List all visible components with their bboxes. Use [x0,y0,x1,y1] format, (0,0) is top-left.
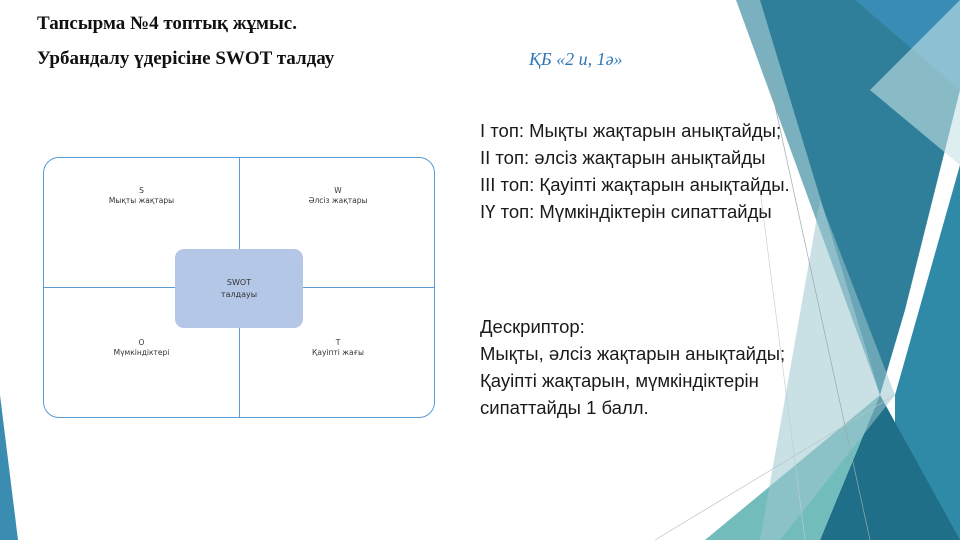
swot-center-line1: SWOT [226,277,252,287]
swot-quadrant-weaknesses: W Әлсіз жақтары [240,186,436,206]
descriptor-line-1: Мықты, әлсіз жақтарын анықтайды; [480,343,786,364]
opportunities-label: Мүмкіндіктері [113,348,170,357]
swot-diagram: S Мықты жақтары W Әлсіз жақтары O Мүмкін… [43,157,435,418]
swot-center-line2: талдауы [220,289,258,299]
swot-center-box: SWOT талдауы [175,249,303,328]
strengths-label: Мықты жақтары [108,196,175,205]
threats-label: Қауіпті жағы [312,348,364,357]
group-item-2: ІІ топ: әлсіз жақтарын анықтайды [480,147,766,168]
descriptor-line-2: Қауіпті жақтарын, мүмкіндіктерін [480,370,759,391]
opportunities-letter: O [138,338,145,347]
descriptor-block: Дескриптор: Мықты, әлсіз жақтарын анықта… [480,313,900,421]
slide-title-line1: Тапсырма №4 топтық жұмыс. [37,13,297,34]
group-item-1: І топ: Мықты жақтарын анықтайды; [480,120,782,141]
swot-quadrant-opportunities: O Мүмкіндіктері [44,338,239,358]
weaknesses-letter: W [334,186,342,195]
group-item-3: ІІІ топ: Қауіпті жақтарын анықтайды. [480,174,790,195]
assessment-criteria: ҚБ «2 и, 1ә» [529,49,623,69]
strengths-letter: S [139,186,144,195]
swot-quadrant-strengths: S Мықты жақтары [44,186,239,206]
swot-quadrant-threats: T Қауіпті жағы [240,338,436,358]
descriptor-heading: Дескриптор: [480,316,585,337]
threats-letter: T [335,338,341,347]
descriptor-line-3: сипаттайды 1 балл. [480,397,649,418]
slide-title-line2: Урбандалу үдерісіне SWOT талдау [37,48,335,69]
weaknesses-label: Әлсіз жақтары [308,196,368,205]
group-task-list: І топ: Мықты жақтарын анықтайды; ІІ топ:… [480,117,790,225]
group-item-4: ІҮ топ: Мүмкіндіктерін сипаттайды [480,201,772,222]
